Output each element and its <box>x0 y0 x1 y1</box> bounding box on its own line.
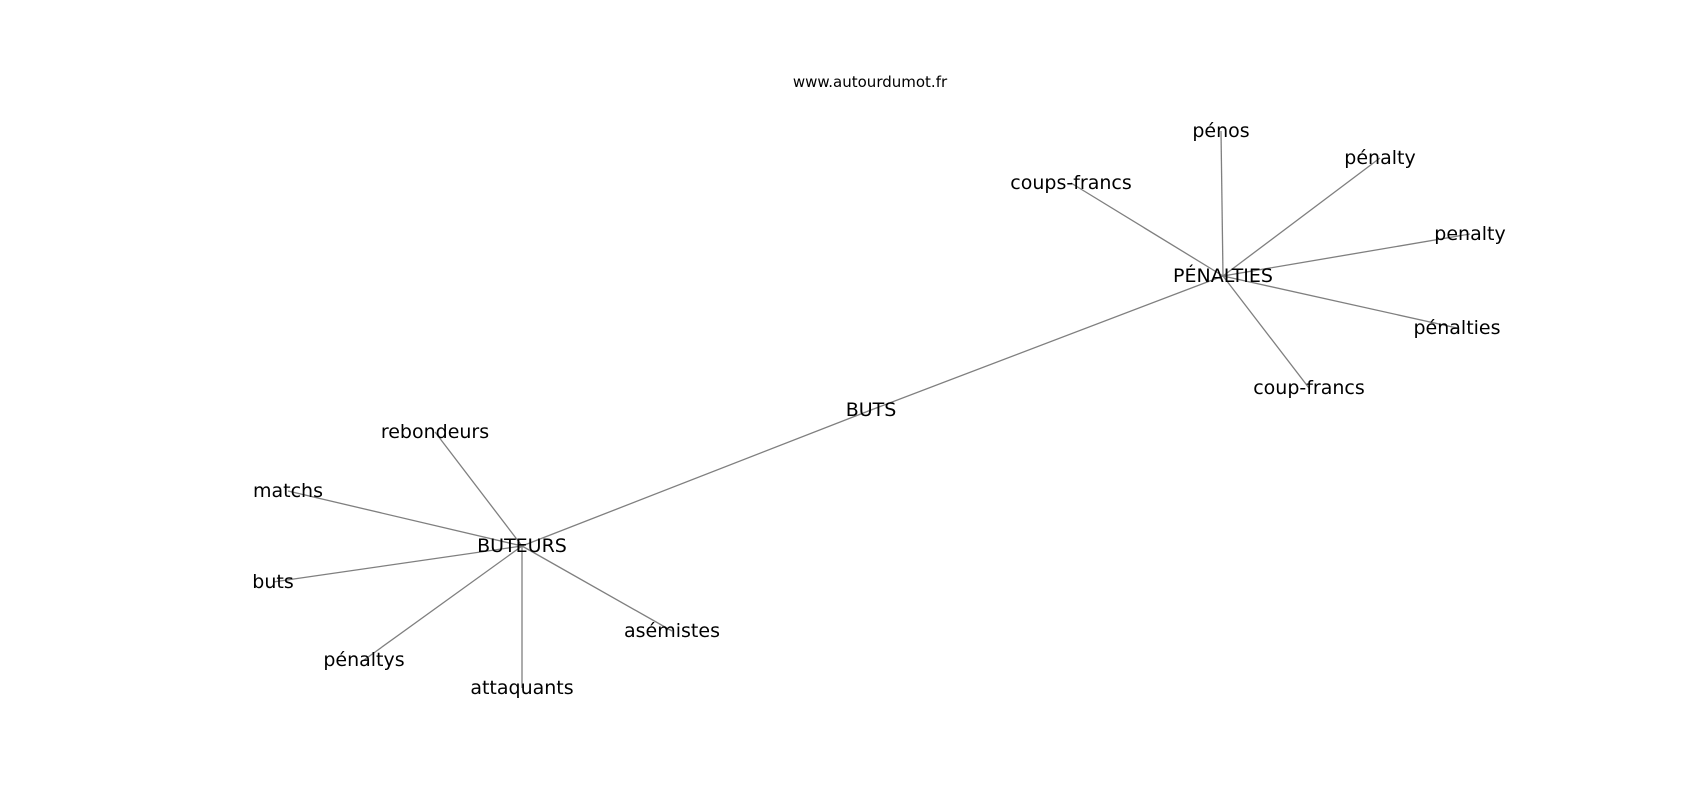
node-label-penalty-acc: pénalty <box>1344 147 1415 169</box>
node-label-penaltys: pénaltys <box>323 649 404 671</box>
edge-penalties_hub-coups_francs <box>1070 182 1224 277</box>
node-label-matchs: matchs <box>253 480 323 502</box>
node-label-buts-leaf: buts <box>252 571 293 593</box>
edge-buts-buteurs_hub <box>521 409 872 547</box>
node-label-buteurs-hub: BUTEURS <box>477 535 567 557</box>
node-label-attaquants: attaquants <box>470 677 573 699</box>
site-label: www.autourdumot.fr <box>793 73 948 91</box>
edge-penalties_hub-penalties <box>1222 275 1458 329</box>
edge-buts-penalties_hub <box>870 275 1224 411</box>
edge-penalties_hub-coup_francs <box>1222 275 1310 389</box>
edge-penalties_hub-penalty <box>1222 233 1471 277</box>
node-label-asemistes: asémistes <box>624 620 720 642</box>
node-label-penalties: pénalties <box>1413 317 1500 339</box>
edge-buteurs_hub-asemistes <box>521 545 673 632</box>
edge-buteurs_hub-matchs <box>287 490 523 547</box>
node-label-penos: pénos <box>1192 120 1249 142</box>
node-label-buts: BUTS <box>846 399 897 421</box>
edge-penalties_hub-penalty_acc <box>1222 157 1381 277</box>
node-label-coup-francs: coup-francs <box>1253 377 1365 399</box>
edge-buteurs_hub-penaltys <box>363 545 523 661</box>
edge-penalties_hub-penos <box>1220 130 1224 277</box>
edge-buteurs_hub-buts_leaf <box>272 545 523 583</box>
node-label-rebondeurs: rebondeurs <box>381 421 489 443</box>
node-label-penalty: penalty <box>1434 223 1505 245</box>
node-label-penalties-hub: PÉNALTIES <box>1173 264 1273 287</box>
node-labels: BUTS PÉNALTIES BUTEURS pénos pénalty penalty p… <box>252 120 1505 699</box>
edges <box>272 130 1471 688</box>
edge-buteurs_hub-rebondeurs <box>434 431 523 547</box>
node-label-coups-francs: coups-francs <box>1010 172 1131 194</box>
